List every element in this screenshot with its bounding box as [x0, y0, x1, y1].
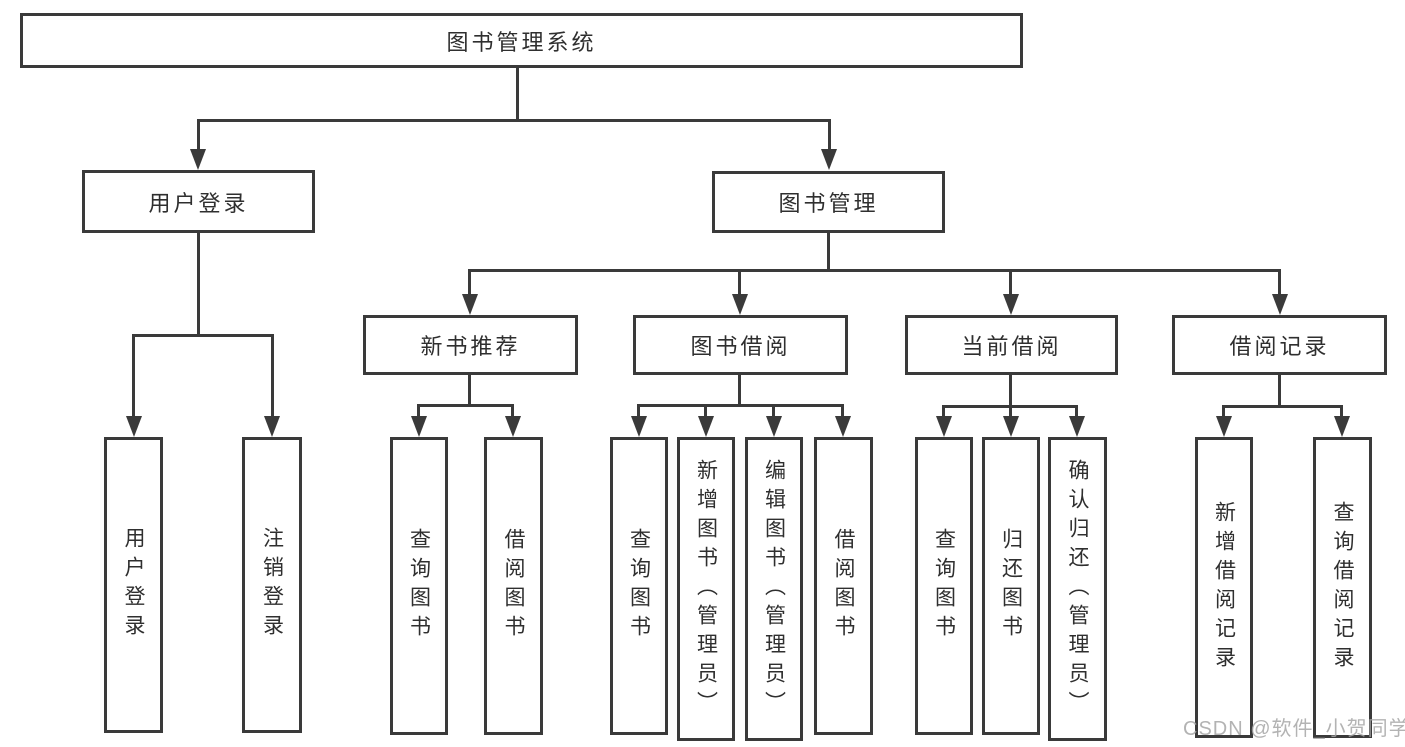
- connector-line: [942, 405, 945, 418]
- arrow-down-icon: [1272, 294, 1288, 315]
- leaf-bb-edit-books-admin: 编辑图书（管理员）: [745, 437, 803, 741]
- arrow-down-icon: [1216, 416, 1232, 437]
- node-book-management-label: 图书管理: [778, 191, 879, 216]
- leaf-cb-return-books: 归还图书: [982, 437, 1040, 735]
- node-borrowing-records: 借阅记录: [1172, 315, 1387, 375]
- connector-line: [841, 404, 844, 418]
- node-new-book-recommend: 新书推荐: [363, 315, 578, 375]
- connector-line: [271, 334, 274, 418]
- node-borrowing-records-label: 借阅记录: [1229, 334, 1330, 359]
- arrow-down-icon: [264, 416, 280, 437]
- arrow-down-icon: [732, 294, 748, 315]
- connector-line: [637, 404, 640, 418]
- arrow-down-icon: [1069, 416, 1085, 437]
- connector-line: [704, 404, 707, 418]
- node-book-borrowing-label: 图书借阅: [690, 334, 791, 359]
- arrow-down-icon: [190, 149, 206, 170]
- leaf-cb-query-books: 查询图书: [915, 437, 973, 735]
- leaf-cb-confirm-return-admin: 确认归还（管理员）: [1048, 437, 1107, 741]
- connector-line: [468, 375, 471, 406]
- connector-line: [469, 269, 1281, 272]
- node-user-login-label: 用户登录: [148, 190, 249, 216]
- connector-line: [828, 119, 831, 151]
- connector-line: [511, 404, 514, 418]
- leaf-bb-query-books-label: 查询图书: [627, 528, 651, 644]
- node-root: 图书管理系统: [20, 13, 1023, 68]
- leaf-br-add-record-label: 新增借阅记录: [1212, 500, 1236, 675]
- connector-line: [1222, 405, 1225, 418]
- arrow-down-icon: [462, 294, 478, 315]
- node-new-book-recommend-label: 新书推荐: [420, 334, 521, 359]
- node-current-borrowing-label: 当前借阅: [961, 334, 1062, 359]
- connector-line: [1278, 269, 1281, 297]
- arrow-down-icon: [411, 416, 427, 437]
- leaf-br-add-record: 新增借阅记录: [1195, 437, 1253, 738]
- arrow-down-icon: [821, 149, 837, 170]
- leaf-cb-confirm-return-admin-label: 确认归还（管理员）: [1066, 458, 1089, 720]
- csdn-watermark: CSDN @软件_小贺同学: [1183, 718, 1405, 740]
- arrow-down-icon: [1003, 416, 1019, 437]
- connector-line: [417, 404, 420, 418]
- leaf-bb-add-books-admin: 新增图书（管理员）: [677, 437, 735, 741]
- leaf-cb-return-books-label: 归还图书: [999, 528, 1023, 644]
- connector-line: [738, 375, 741, 406]
- connector-line: [1009, 269, 1012, 297]
- connector-line: [1222, 405, 1343, 408]
- leaf-bb-add-books-admin-label: 新增图书（管理员）: [694, 458, 718, 720]
- arrow-down-icon: [1334, 416, 1350, 437]
- leaf-bb-borrow-books-label: 借阅图书: [832, 528, 855, 644]
- connector-line: [738, 269, 741, 297]
- leaf-user-login-label: 用户登录: [122, 527, 145, 643]
- connector-line: [1009, 375, 1012, 407]
- connector-line: [468, 269, 471, 297]
- connector-line: [1278, 375, 1281, 407]
- arrow-down-icon: [505, 416, 521, 437]
- connector-line: [197, 119, 831, 122]
- node-book-management: 图书管理: [712, 171, 945, 233]
- arrow-down-icon: [126, 416, 142, 437]
- node-current-borrowing: 当前借阅: [905, 315, 1118, 375]
- leaf-rec-query-books: 查询图书: [390, 437, 448, 735]
- connector-line: [516, 68, 519, 122]
- arrow-down-icon: [698, 416, 714, 437]
- leaf-br-query-record-label: 查询借阅记录: [1331, 500, 1354, 675]
- arrow-down-icon: [766, 416, 782, 437]
- leaf-bb-query-books: 查询图书: [610, 437, 668, 735]
- connector-line: [1009, 405, 1012, 418]
- leaf-bb-borrow-books: 借阅图书: [814, 437, 873, 735]
- leaf-logout-label: 注销登录: [260, 527, 284, 643]
- connector-line: [827, 233, 830, 272]
- node-user-login: 用户登录: [82, 170, 315, 233]
- node-root-label: 图书管理系统: [446, 29, 597, 55]
- connector-line: [132, 334, 274, 337]
- arrow-down-icon: [1003, 294, 1019, 315]
- leaf-user-login: 用户登录: [104, 437, 163, 733]
- arrow-down-icon: [631, 416, 647, 437]
- connector-line: [772, 404, 775, 418]
- leaf-br-query-record: 查询借阅记录: [1313, 437, 1372, 738]
- connector-line: [637, 404, 844, 407]
- connector-line: [1340, 405, 1343, 418]
- leaf-rec-borrow-books: 借阅图书: [484, 437, 543, 735]
- connector-line: [1075, 405, 1078, 418]
- connector-line: [197, 233, 200, 337]
- leaf-rec-borrow-books-label: 借阅图书: [502, 528, 525, 644]
- arrow-down-icon: [835, 416, 851, 437]
- node-book-borrowing: 图书借阅: [633, 315, 848, 375]
- arrow-down-icon: [936, 416, 952, 437]
- leaf-logout: 注销登录: [242, 437, 302, 733]
- leaf-cb-query-books-label: 查询图书: [932, 528, 956, 644]
- leaf-bb-edit-books-admin-label: 编辑图书（管理员）: [762, 458, 786, 720]
- connector-line: [417, 404, 514, 407]
- connector-line: [132, 334, 135, 418]
- leaf-rec-query-books-label: 查询图书: [407, 528, 431, 644]
- connector-line: [197, 119, 200, 151]
